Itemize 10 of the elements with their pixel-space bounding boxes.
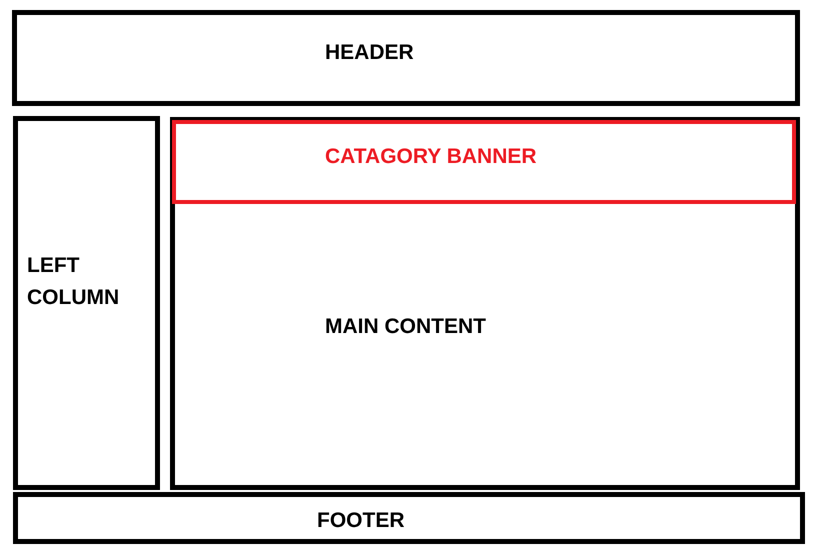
region-label: FOOTER — [317, 508, 404, 533]
region-label: HEADER — [325, 40, 414, 65]
wireframe-box — [172, 120, 796, 204]
region-label: MAIN CONTENT — [325, 314, 486, 339]
wireframe-box — [13, 492, 805, 544]
wireframe-box — [170, 117, 800, 490]
region-label: CATAGORY BANNER — [325, 144, 537, 169]
wireframe-box — [12, 10, 800, 106]
region-label: LEFT COLUMN — [27, 253, 120, 311]
wireframe-box — [13, 116, 160, 490]
